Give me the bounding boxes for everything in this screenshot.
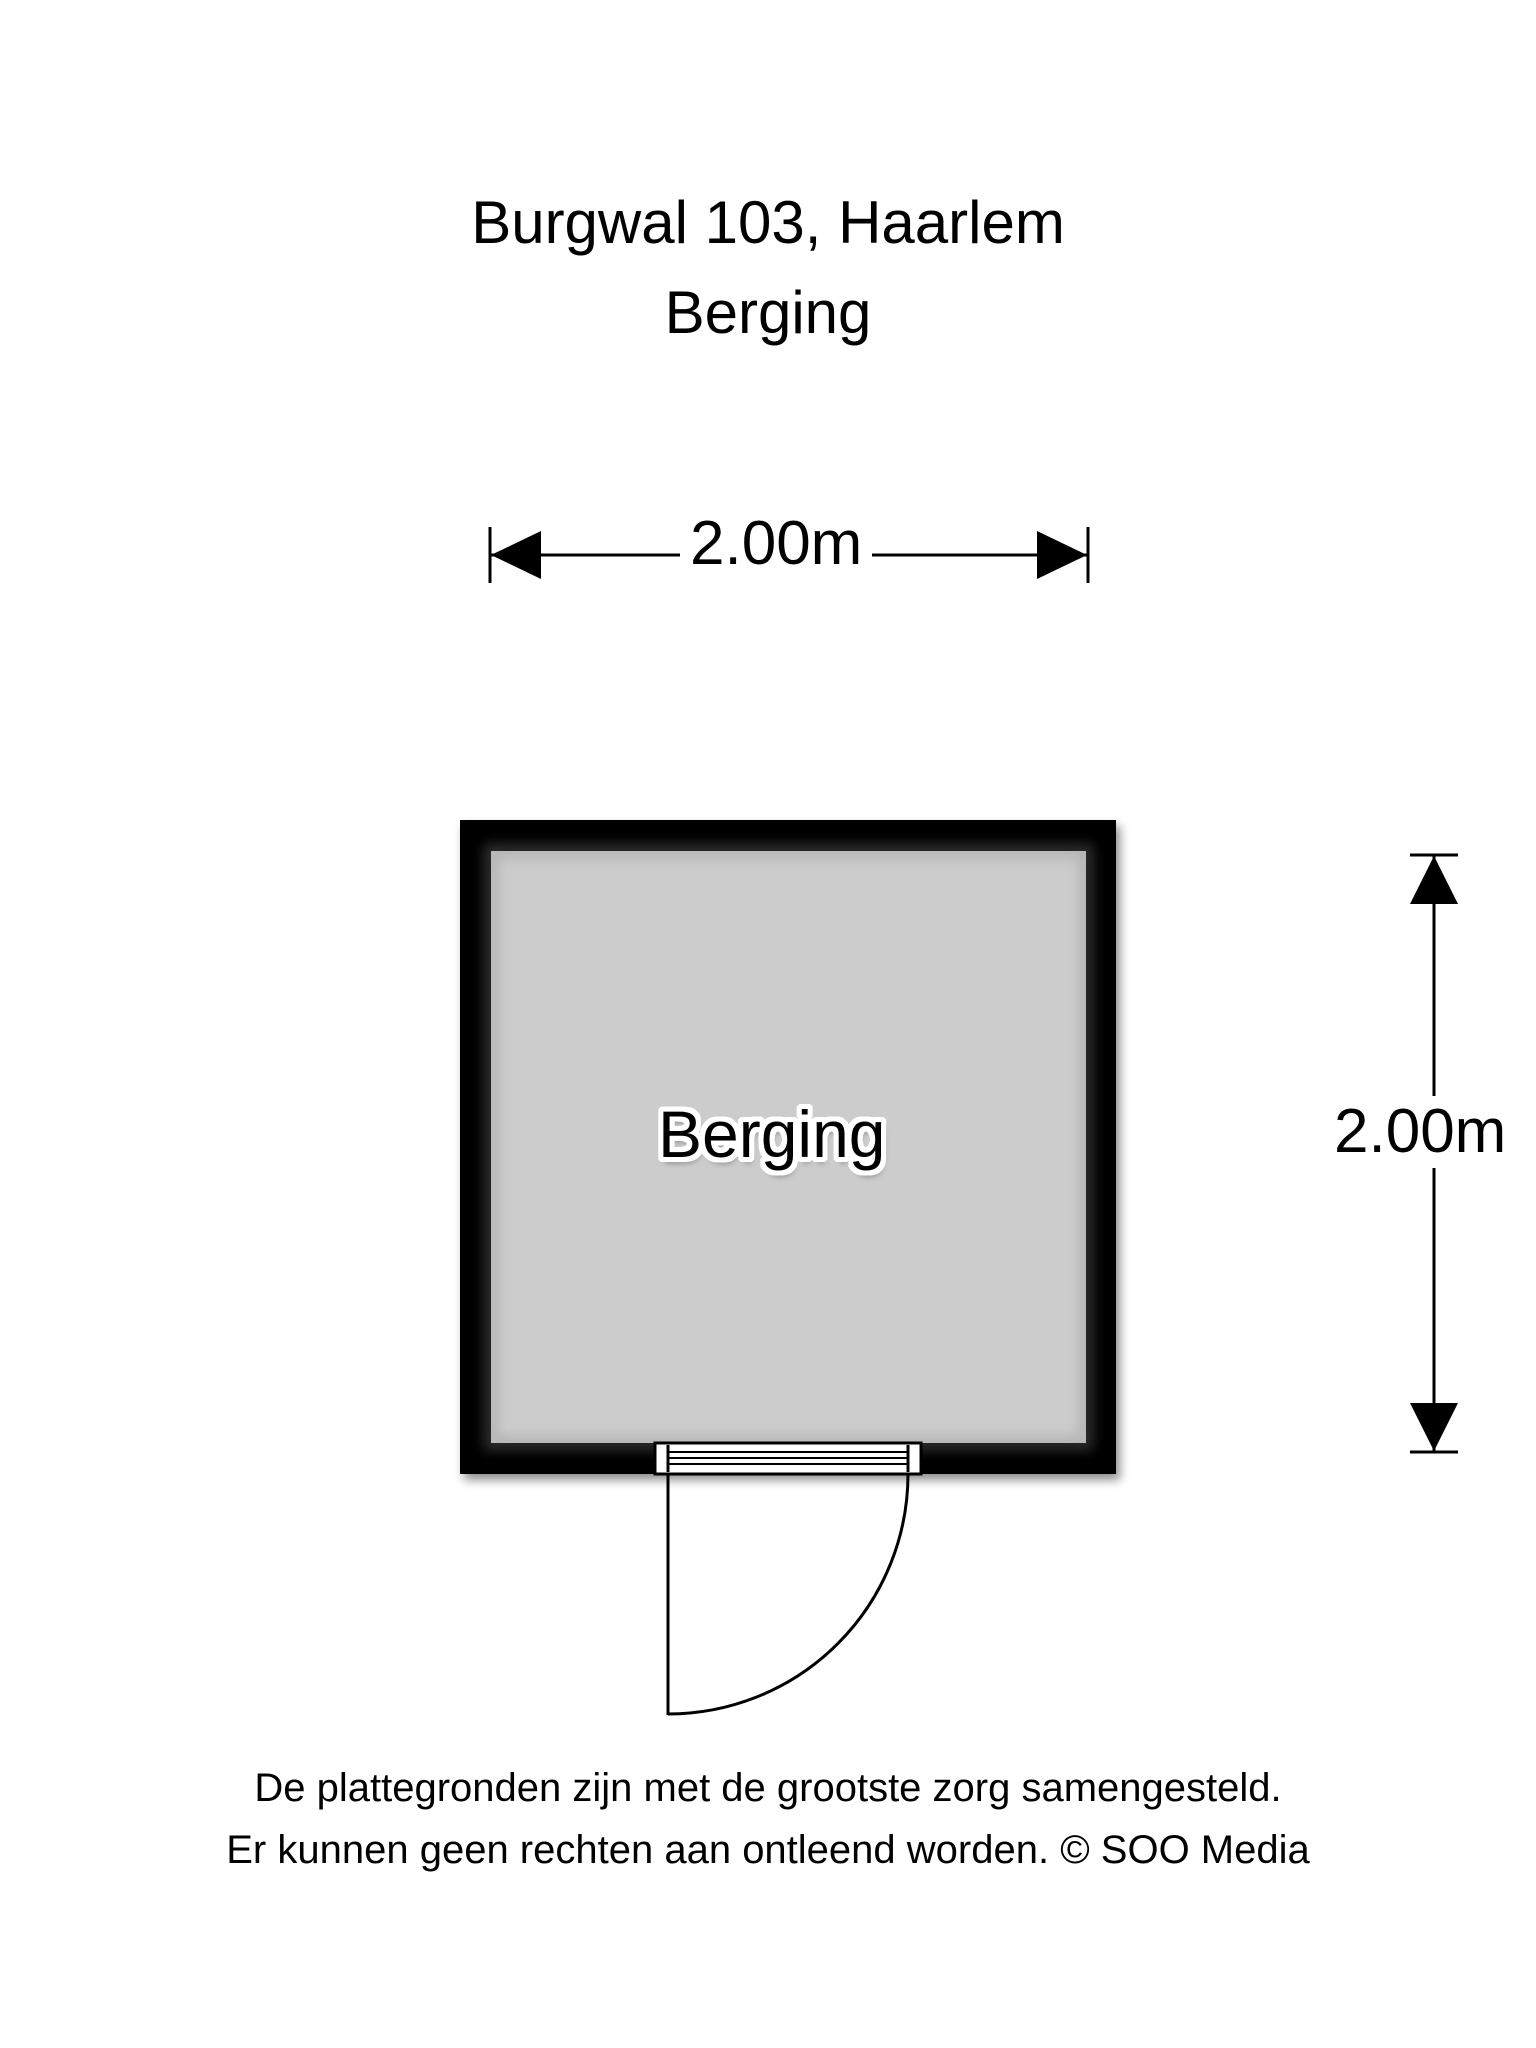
- depth-arrow-down-icon: [1410, 1403, 1458, 1451]
- depth-arrow-up-icon: [1410, 856, 1458, 904]
- width-dimension-label: 2.00m: [680, 508, 873, 580]
- width-arrow-right-icon: [1037, 531, 1087, 579]
- room-label-berging: Berging: [658, 1097, 886, 1171]
- disclaimer-line-1: De plattegronden zijn met de grootste zo…: [254, 1766, 1282, 1810]
- room-berging: [460, 820, 1116, 1474]
- depth-dimension-label: 2.00m: [1328, 1096, 1513, 1168]
- floor-name: Berging: [664, 279, 872, 346]
- page-title: Burgwal 103, Haarlem: [471, 189, 1065, 256]
- disclaimer-line-2: Er kunnen geen rechten aan ontleend word…: [226, 1828, 1310, 1872]
- width-arrow-left-icon: [491, 531, 541, 579]
- room-floor: [491, 851, 1086, 1443]
- door: [653, 1441, 923, 1716]
- door-swing-arc: [667, 1473, 910, 1716]
